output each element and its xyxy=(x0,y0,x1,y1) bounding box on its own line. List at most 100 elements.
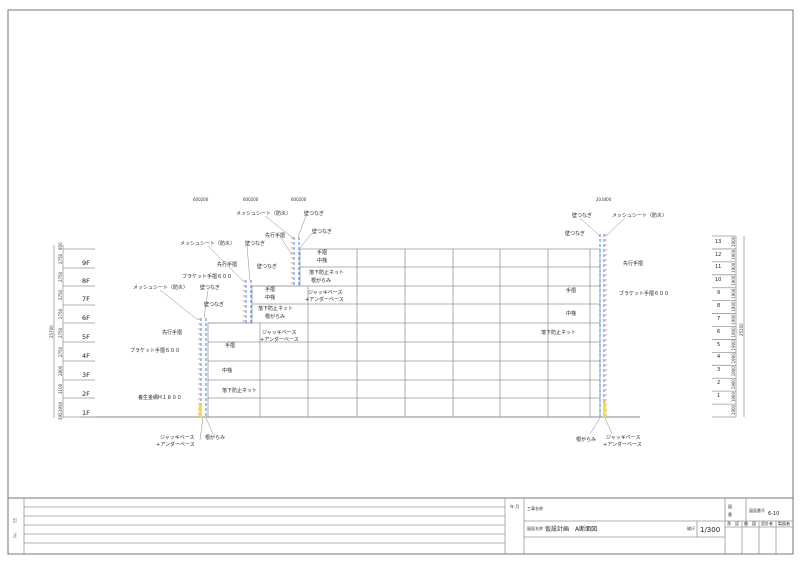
total-dim-text: 25100 xyxy=(739,323,744,336)
level-dim-text: 1900 xyxy=(731,379,736,390)
callout-fall-net: 落下防止ネット xyxy=(541,329,576,336)
callout-base-brace: 根がらみ xyxy=(576,436,596,443)
callout-bracket-handrail: ブラケット手摺６００ xyxy=(619,290,669,297)
callout-advance-handrail: 先行手摺 xyxy=(623,260,643,267)
level-dim-text: 1900 xyxy=(731,314,736,325)
scaffold-id: 203400 xyxy=(596,197,612,202)
scaffold-left xyxy=(198,318,207,418)
level-label: 2 xyxy=(717,380,720,386)
left-floor-scale: 1F 2F 3F 4F 5F 6F 7F 8F 9F 395 3950 3100… xyxy=(49,242,95,420)
scaffold-id: 600200 xyxy=(291,197,307,202)
floor-label: 4F xyxy=(82,352,90,360)
callout-under-base: +アンダーベース xyxy=(305,296,344,303)
level-label: 1 xyxy=(717,393,720,399)
callout-base-brace: 根がらみ xyxy=(311,277,331,284)
callout-handrail: 手摺 xyxy=(225,342,235,349)
scale-label: 縮尺 xyxy=(687,525,695,531)
revision-label: 訂 xyxy=(13,517,17,523)
dim-text: 2750 xyxy=(58,289,63,300)
callout-mesh-sheet: メッシュシート（防炎） xyxy=(612,212,667,219)
dim-text: 2750 xyxy=(58,346,63,357)
scaffold-right xyxy=(599,234,607,418)
floor-label: 8F xyxy=(82,277,90,285)
level-label: 11 xyxy=(715,264,721,270)
level-label: 12 xyxy=(715,252,721,258)
floor-label: 2F xyxy=(82,390,90,398)
floor-label: 3F xyxy=(82,371,90,379)
level-label: 6 xyxy=(717,329,720,335)
callout-curing-mesh: 養生金網H１８００ xyxy=(138,394,182,401)
callout-jack-base: ジャッキベース xyxy=(160,435,195,441)
callout-mesh-sheet: メッシュシート（防炎） xyxy=(180,240,235,247)
dim-text: 2800 xyxy=(58,365,63,376)
title-block: 訂 正 年 月 工事名称 図面名称 仮設計画 A断面図 縮尺 1/300 図 番… xyxy=(8,497,793,554)
sheet-label: 番 xyxy=(728,511,732,517)
level-label: 9 xyxy=(717,290,720,296)
level-dim-text: 1900 xyxy=(731,301,736,312)
level-dim-text: 1900 xyxy=(731,353,736,364)
col-check: 検 図 xyxy=(744,520,756,526)
callout-wall-tie: 壁つなぎ xyxy=(565,230,585,237)
building-elevation xyxy=(80,248,640,418)
level-dim-text: 1900 xyxy=(731,275,736,286)
callout-bracket-handrail: ブラケット手摺６００ xyxy=(130,347,180,354)
floor-label: 9F xyxy=(82,259,90,267)
callout-mesh-sheet: メッシュシート（防炎） xyxy=(133,284,188,291)
callout-wall-tie: 壁つなぎ xyxy=(572,212,592,219)
callout-jack-base: ジャッキベース xyxy=(308,290,343,296)
number-label: 図面番号 xyxy=(749,507,765,513)
level-label: 10 xyxy=(715,277,721,283)
dim-text: 3950 xyxy=(58,401,63,412)
level-dim-text: 1900 xyxy=(731,288,736,299)
floor-label: 5F xyxy=(82,333,90,341)
sheet-label: 図 xyxy=(728,504,732,509)
callout-fall-net: 落下防止ネット xyxy=(258,305,293,312)
callout-mid-rail: 中桟 xyxy=(265,294,275,301)
revision-label: 正 xyxy=(13,533,17,538)
level-dim-text: 1900 xyxy=(731,236,736,247)
drawing-name: 仮設計画 A断面図 xyxy=(545,525,597,533)
scaffold-upper xyxy=(291,237,300,286)
level-label: 5 xyxy=(717,342,720,348)
col-design: 設計者 xyxy=(761,520,773,526)
level-dim-text: 1900 xyxy=(731,366,736,377)
dim-text: 2750 xyxy=(58,327,63,338)
callout-handrail: 手摺 xyxy=(566,287,576,294)
callout-wall-tie: 壁つなぎ xyxy=(204,301,224,308)
dim-text: 2750 xyxy=(58,253,63,264)
callout-bracket-handrail: ブラケット手摺６００ xyxy=(182,273,232,280)
level-label: 3 xyxy=(717,367,720,373)
callout-under-base: +アンダーベース xyxy=(603,441,642,448)
callout-under-base: +アンダーベース xyxy=(260,336,299,343)
scaffold-id: 600200 xyxy=(243,197,259,202)
floor-label: 7F xyxy=(82,295,90,303)
callout-handrail: 手摺 xyxy=(265,286,275,293)
column-lines xyxy=(259,249,591,417)
drawing-name-label: 図面名称 xyxy=(527,525,543,531)
level-dim-text: 1900 xyxy=(731,392,736,403)
callout-advance-handrail: 先行手摺 xyxy=(217,261,237,268)
approval-label: 年 月 xyxy=(510,503,519,509)
callout-wall-tie: 壁つなぎ xyxy=(312,228,332,235)
total-dim-text: 25700 xyxy=(49,325,54,338)
leader-lines xyxy=(159,215,626,441)
callout-wall-tie: 壁つなぎ xyxy=(245,240,265,247)
level-label: 4 xyxy=(717,354,720,360)
dim-text: 2750 xyxy=(58,308,63,319)
callout-advance-handrail: 先行手摺 xyxy=(265,232,285,239)
callout-base-brace: 根がらみ xyxy=(265,313,285,320)
callout-wall-tie: 壁つなぎ xyxy=(200,284,220,291)
sheet-border xyxy=(7,9,794,555)
callout-mesh-sheet: メッシュシート（防炎） xyxy=(236,210,291,217)
callout-advance-handrail: 先行手摺 xyxy=(162,329,182,336)
level-dim-text: 1900 xyxy=(731,340,736,351)
scaffold-middle xyxy=(243,280,252,323)
callout-base-brace: 根がらみ xyxy=(205,434,225,441)
level-dim-text: 1900 xyxy=(731,262,736,273)
callout-mid-rail: 中桟 xyxy=(317,257,327,264)
drawing-number: 6-10 xyxy=(768,511,779,517)
floor-lines xyxy=(208,266,600,399)
callout-under-base: +アンダーベース xyxy=(156,441,195,448)
dim-text: 2750 xyxy=(58,271,63,282)
